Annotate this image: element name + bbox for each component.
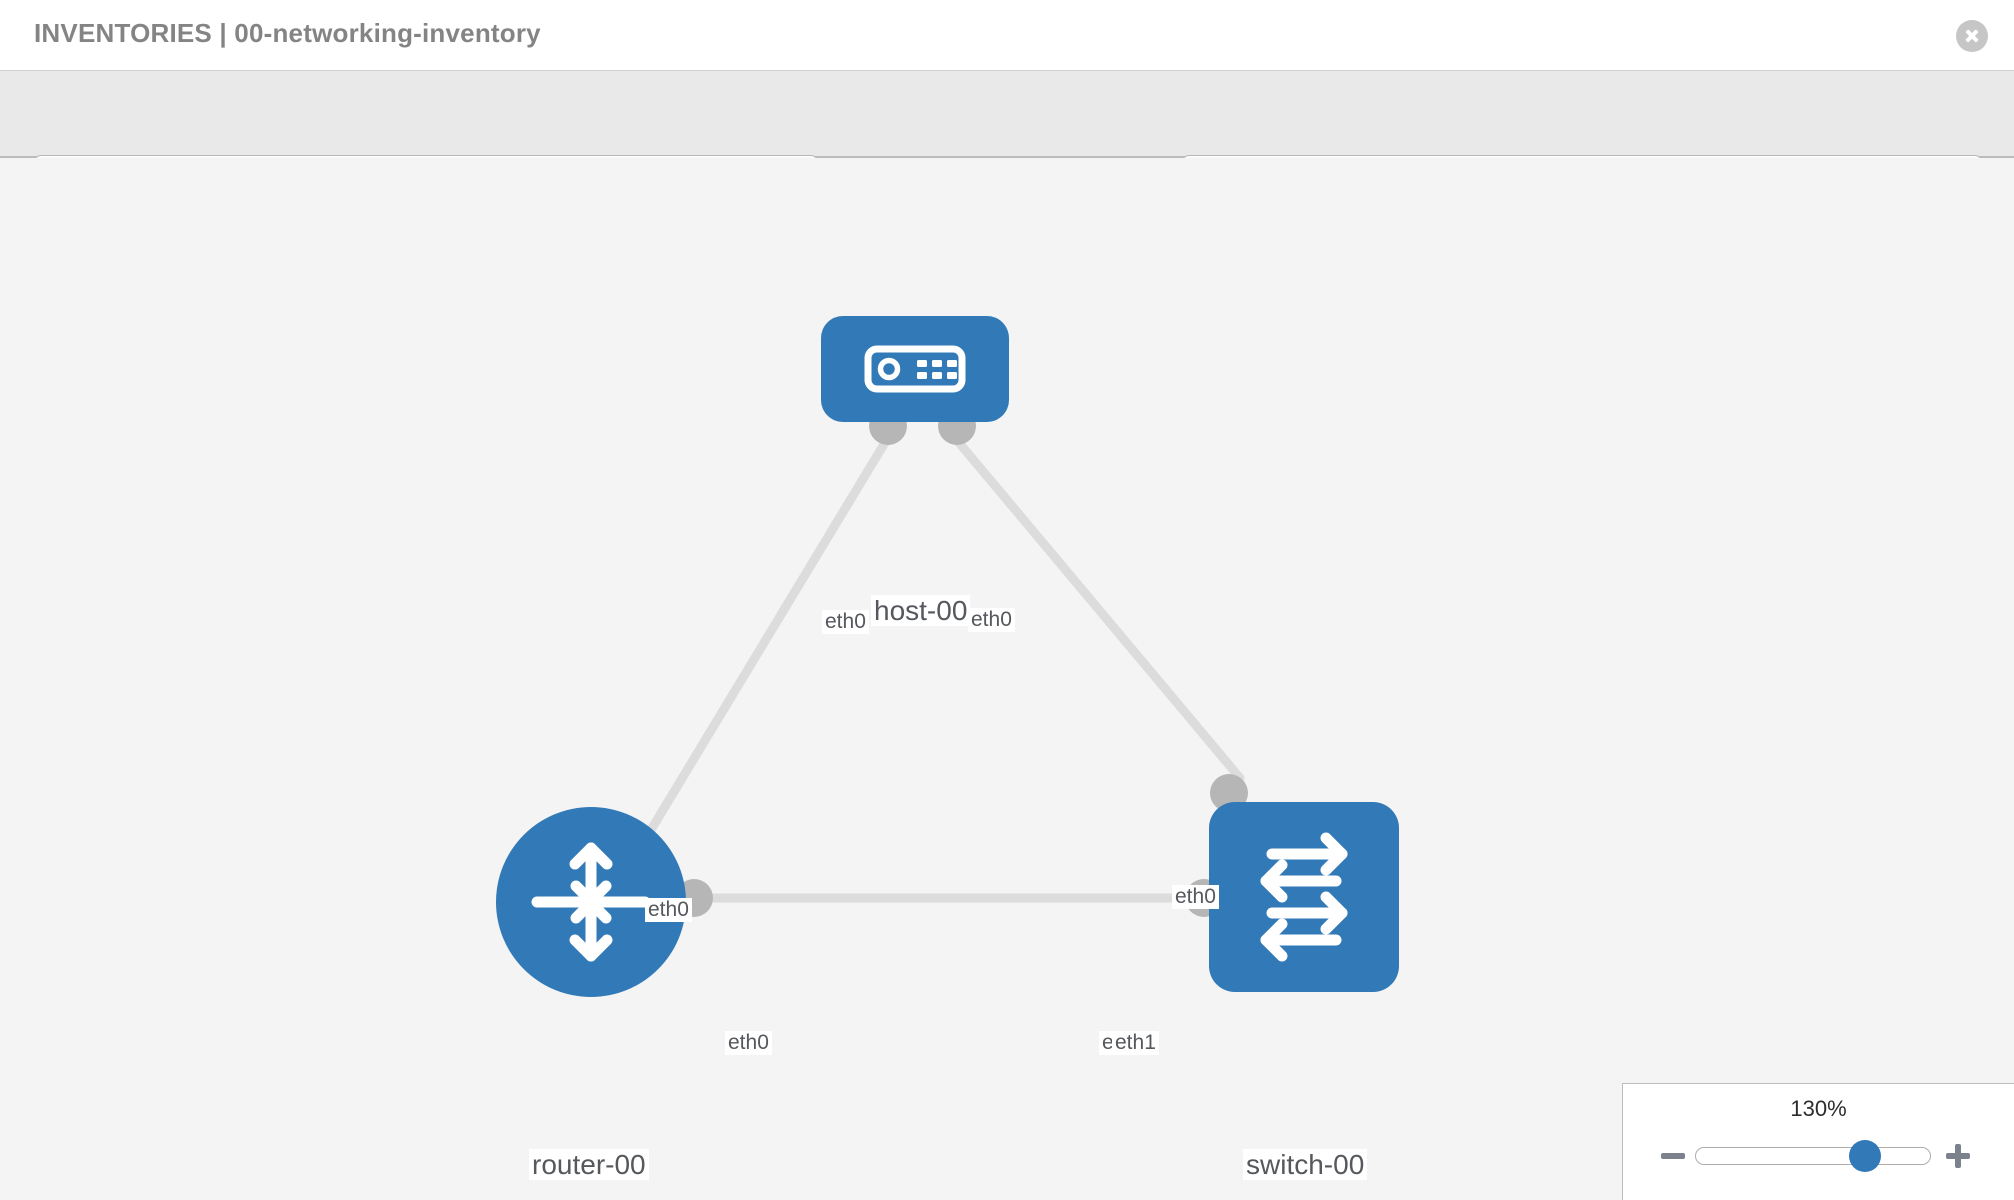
topology-links (635, 421, 1245, 903)
window-header: INVENTORIES | 00-networking-inventory (0, 0, 2014, 70)
link-host-router (635, 421, 900, 853)
link-host-switch (940, 421, 1245, 783)
topology-canvas[interactable]: host-00 router-00 switch-00 eth0 eth0 et… (0, 158, 2014, 1200)
zoom-slider-handle[interactable] (1849, 1140, 1881, 1172)
zoom-out-button[interactable] (1658, 1141, 1688, 1171)
interface-label-switch-eth0-uplink: eth0 (1172, 885, 1219, 910)
server-icon (864, 345, 966, 393)
page-title: INVENTORIES | 00-networking-inventory (34, 18, 541, 48)
router-arrows-icon (531, 842, 651, 962)
node-host-00[interactable] (821, 316, 1009, 422)
node-label-router-00: router-00 (529, 1149, 649, 1181)
close-icon[interactable] (1956, 20, 1988, 52)
interface-label-router-eth0-trunk: eth0 (725, 1031, 772, 1056)
node-label-host-00: host-00 (871, 595, 971, 627)
zoom-level-value: 130% (1790, 1096, 1847, 1121)
node-label-switch-00: switch-00 (1243, 1149, 1368, 1181)
switch-arrows-icon (1260, 832, 1348, 962)
zoom-in-button[interactable] (1943, 1141, 1973, 1171)
zoom-control-panel: 130% (1622, 1083, 2014, 1200)
node-switch-00[interactable] (1209, 802, 1399, 992)
toolbar: ACTIONS SEARCH (0, 70, 2014, 213)
interface-label-host-eth0-right: eth0 (968, 608, 1015, 633)
interface-label-host-eth0-left: eth0 (822, 610, 869, 635)
zoom-slider-track[interactable] (1695, 1147, 1931, 1165)
interface-label-router-eth0-uplink: eth0 (645, 898, 692, 923)
interface-label-switch-eth1-trunk: eth1 (1112, 1031, 1159, 1056)
